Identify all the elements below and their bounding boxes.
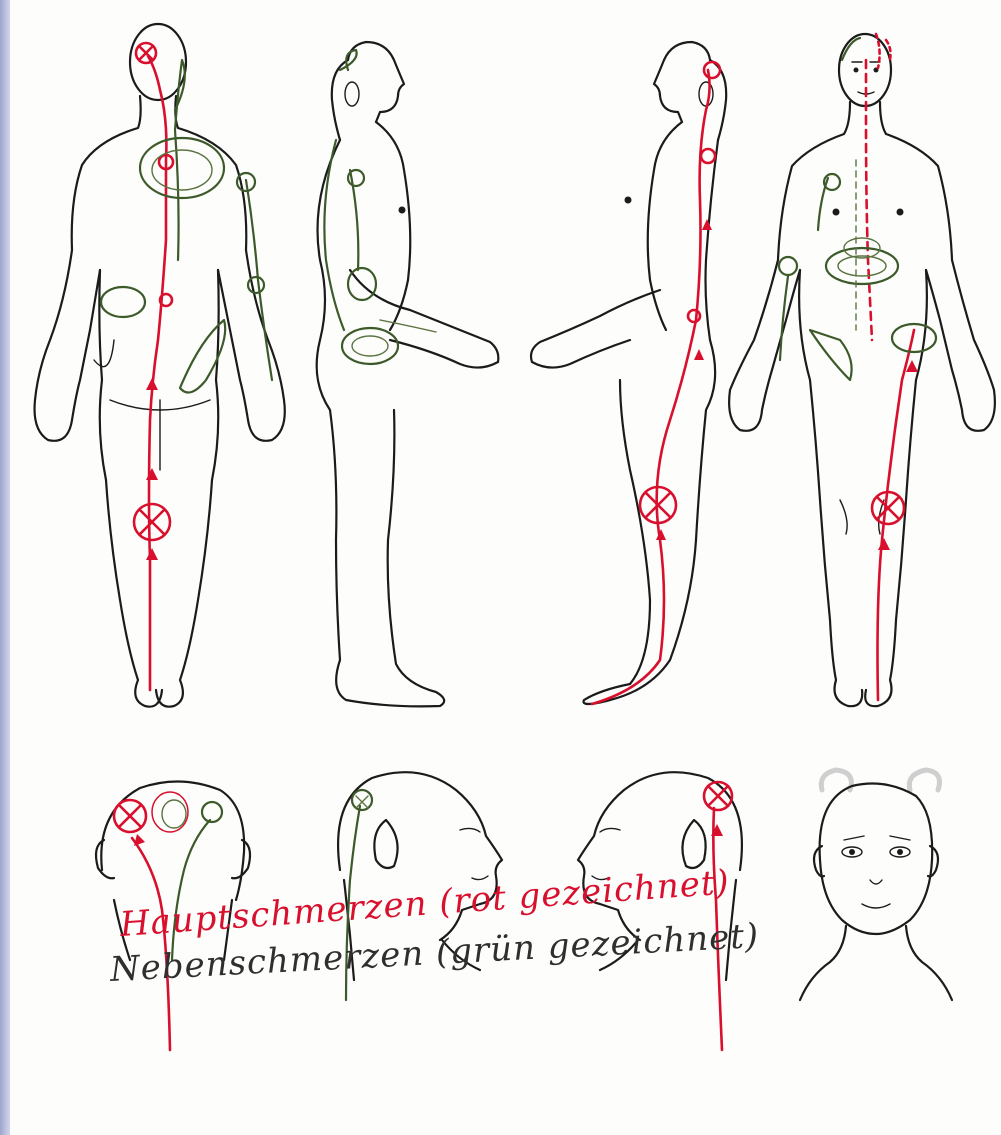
figure-body-back — [35, 24, 285, 707]
figure-body-side-left — [317, 42, 499, 706]
figure-head-front — [800, 770, 952, 1000]
drawing-sheet: Hauptschmerzen (rot gezeichnet) Nebensch… — [10, 0, 1001, 1135]
figure-body-side-right — [531, 42, 726, 704]
figure-body-front — [729, 34, 995, 706]
